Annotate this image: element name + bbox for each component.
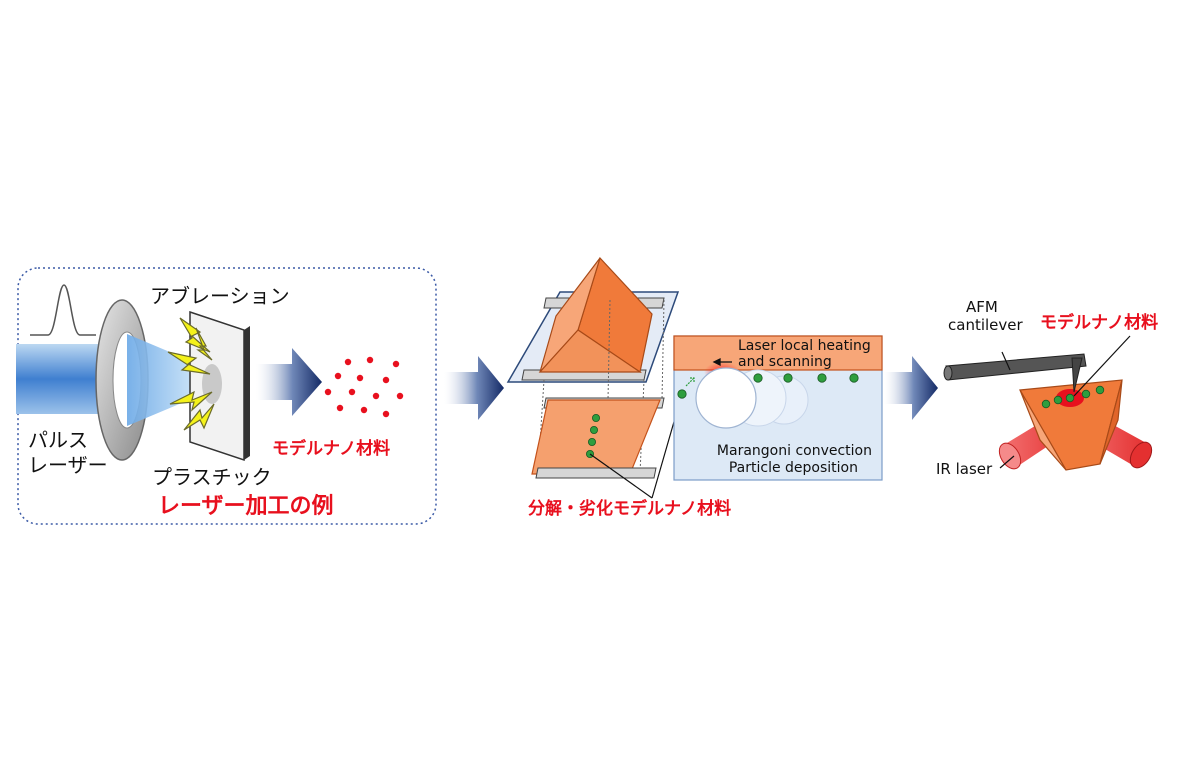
heating-label-line1: Laser local heating	[738, 338, 871, 354]
flow-arrow-2	[444, 356, 504, 420]
orange-prism	[538, 256, 653, 373]
ablation-spark-icon	[167, 317, 215, 431]
scan-direction-arrow-icon	[712, 357, 732, 367]
afm-label-line2: cantilever	[948, 316, 1023, 334]
panel2-caption: 分解・劣化モデルナノ材料	[528, 498, 731, 519]
lower-substrate	[531, 397, 665, 479]
laser-processing-frame	[17, 267, 437, 525]
model-nano-label-3: モデルナノ材料	[1040, 312, 1158, 333]
convection-label-line1: Marangoni convection	[717, 443, 872, 459]
flow-arrow-3	[884, 356, 938, 420]
flow-arrow-1	[256, 348, 322, 416]
sample-particles	[1041, 385, 1105, 409]
model-nano-particles	[324, 356, 404, 418]
afm-cantilever	[943, 353, 1087, 393]
heating-layer	[673, 335, 883, 371]
model-nano-label-1: モデルナノ材料	[272, 438, 390, 459]
marangoni-bubbles	[695, 367, 809, 429]
panel1-caption: レーザー加工の例	[158, 494, 334, 519]
convection-label-line2: Particle deposition	[729, 460, 858, 476]
pulse-laser-label-line2: レーザー	[28, 453, 108, 477]
deposited-particles-row	[677, 373, 859, 399]
focus-cone	[127, 334, 208, 426]
plastic-label: プラスチック	[152, 465, 272, 489]
convection-arrow-icon	[685, 377, 695, 387]
pulse-waveform-icon	[30, 284, 96, 336]
pulse-laser-label-line1: パルス	[28, 428, 88, 452]
guide-lines	[537, 299, 665, 475]
ablation-label: アブレーション	[150, 284, 290, 308]
afm-label-line1: AFM	[966, 298, 998, 316]
ir-laser-label: IR laser	[936, 460, 993, 478]
pointer-lines	[999, 335, 1131, 469]
heating-label-line2: and scanning	[738, 354, 832, 370]
